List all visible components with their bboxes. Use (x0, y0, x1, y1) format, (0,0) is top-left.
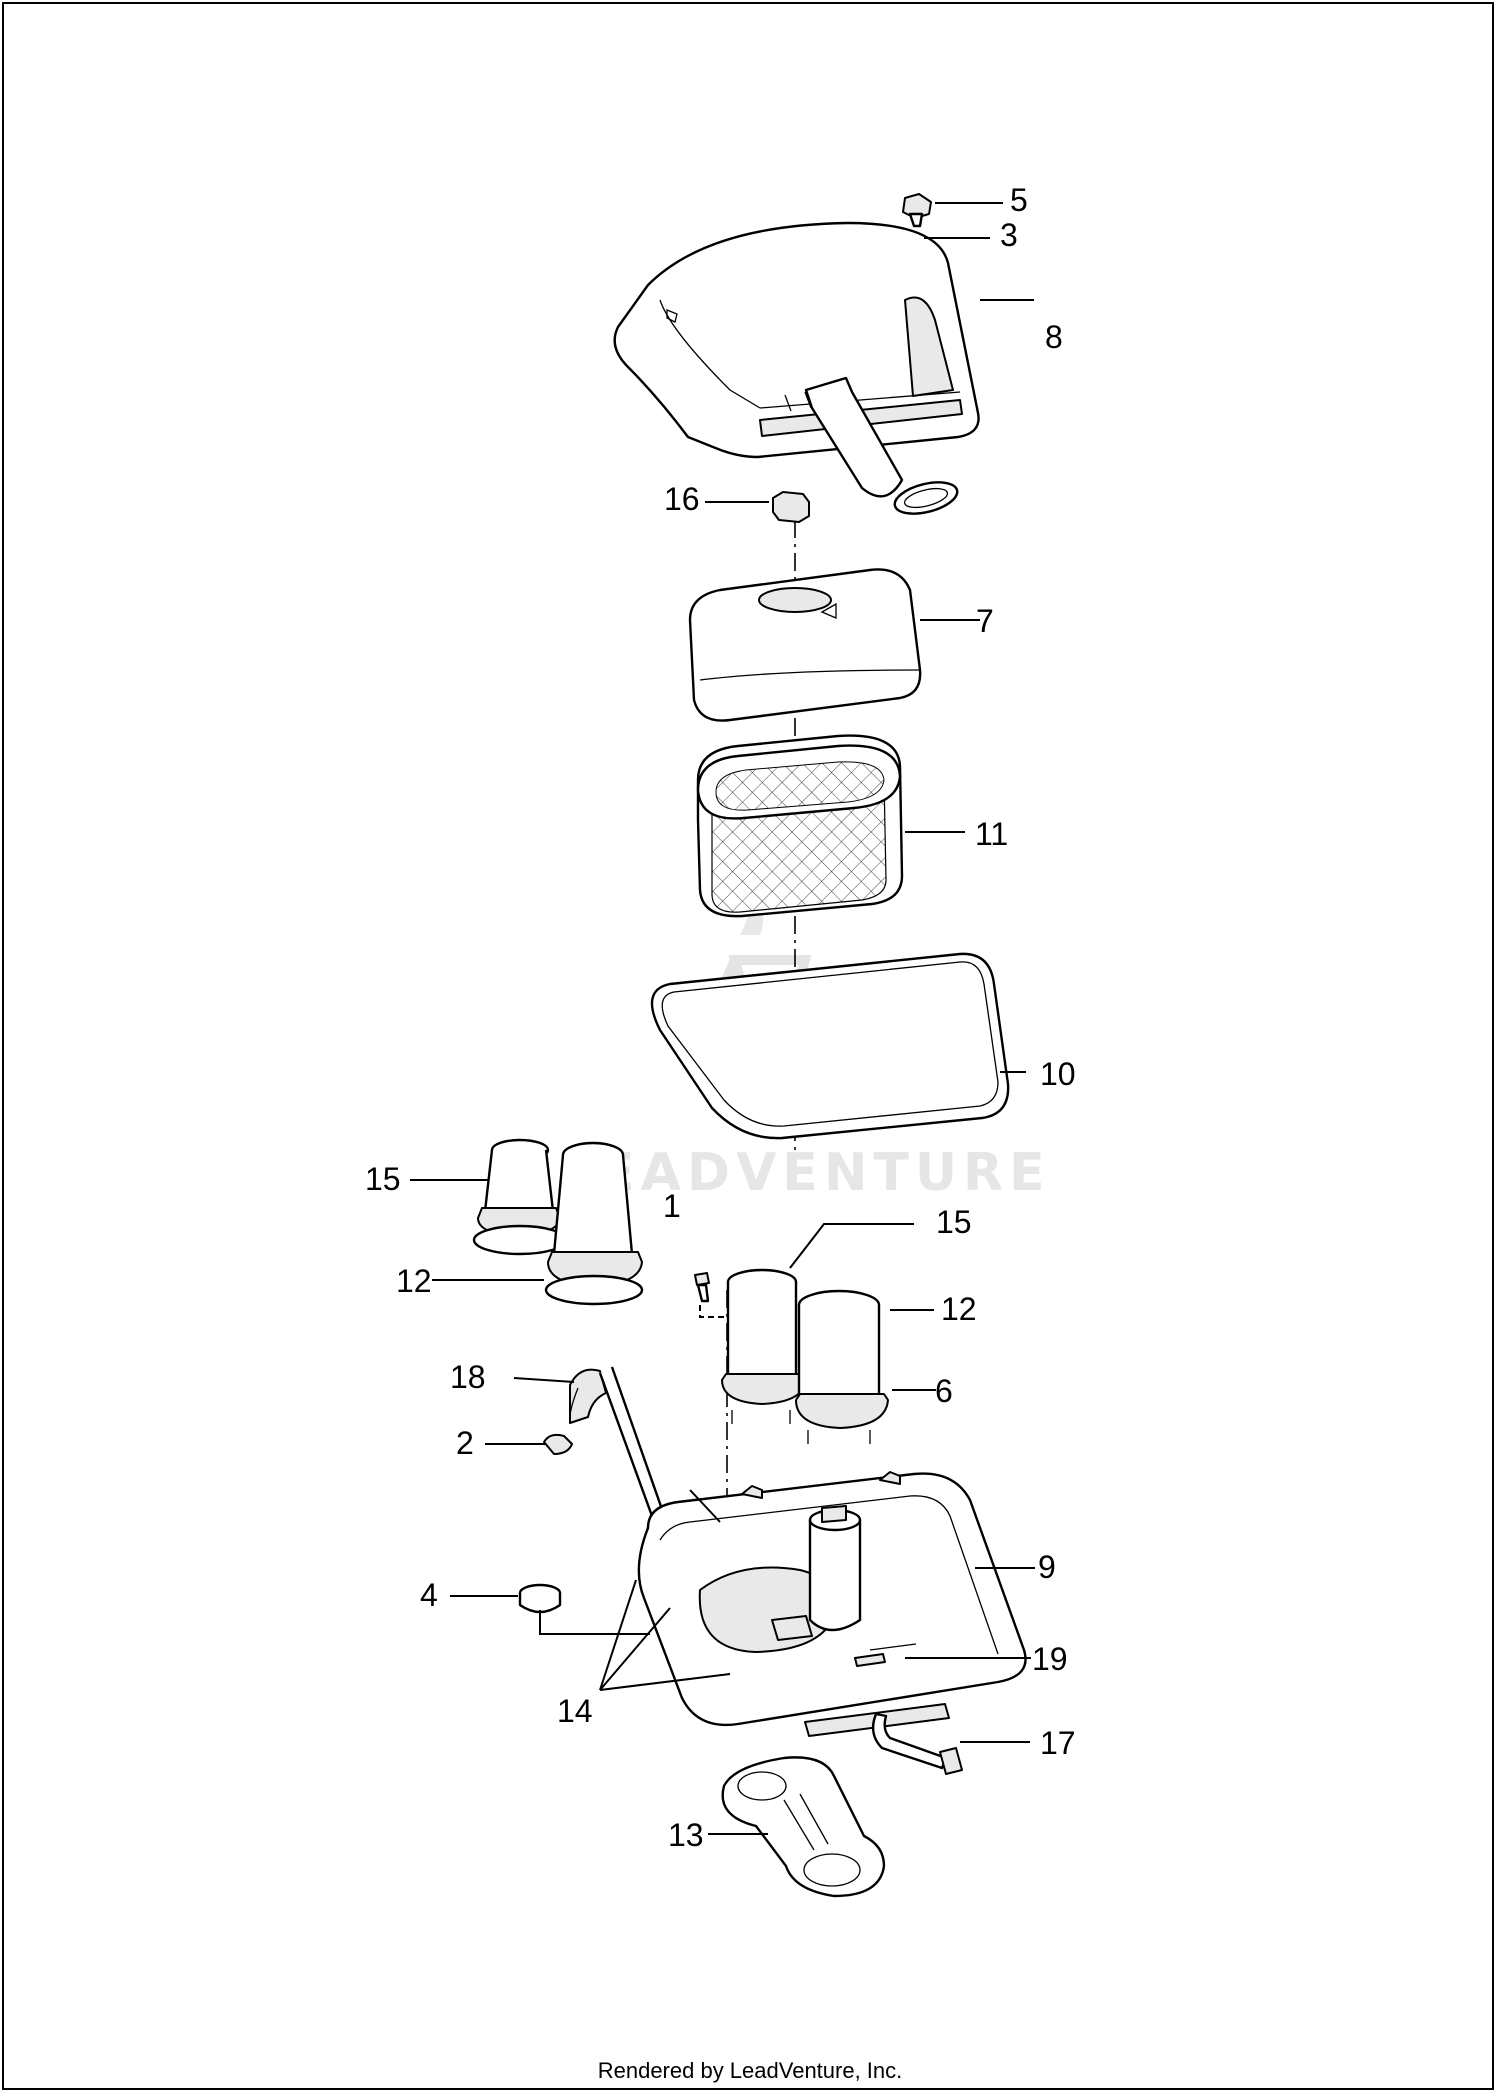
callout-15-right: 15 (936, 1204, 972, 1240)
footer-credit: Rendered by LeadVenture, Inc. (597, 2058, 903, 2083)
part-12-left-velocity-stack (544, 1141, 644, 1306)
part-10-gasket (650, 952, 1010, 1140)
callout-1: 1 (663, 1188, 681, 1224)
part-8-outer-cover (613, 221, 980, 515)
part-12-right-velocity-stack (795, 1289, 889, 1444)
part-9-backplate (637, 1471, 1027, 1737)
part-7-filter-cover (688, 568, 922, 722)
callout-17: 17 (1040, 1725, 1076, 1761)
watermark-text: LEADVENTURE (560, 1143, 1051, 1203)
callout-13: 13 (668, 1817, 704, 1853)
callout-15-left: 15 (365, 1161, 401, 1197)
leader-lines (410, 202, 1035, 1835)
part-4-grommet (518, 1583, 562, 1614)
part-15-right-velocity-stack (721, 1268, 807, 1424)
callout-11: 11 (975, 816, 1008, 852)
callout-4: 4 (420, 1577, 438, 1613)
callout-12-left: 12 (396, 1263, 432, 1299)
callout-5: 5 (1010, 182, 1028, 218)
screw-path (699, 1305, 730, 1318)
part-13-backplate-gasket (721, 1756, 886, 1898)
callout-12-right: 12 (941, 1291, 977, 1327)
part-2-hose-clamp (543, 1433, 573, 1455)
callout-10: 10 (1040, 1056, 1076, 1092)
part-5-fitting (902, 193, 932, 228)
callout-18: 18 (450, 1359, 486, 1395)
callout-2: 2 (456, 1425, 474, 1461)
part-15-left-velocity-stack (472, 1138, 568, 1256)
part-11-filter-element (696, 734, 904, 918)
part-16-nut (772, 491, 810, 523)
part-1-screw (694, 1272, 710, 1303)
callout-6: 6 (935, 1373, 953, 1409)
callout-8: 8 (1045, 319, 1063, 355)
callout-19: 19 (1032, 1641, 1068, 1677)
callout-7: 7 (976, 603, 994, 639)
callout-9: 9 (1038, 1549, 1056, 1585)
callout-16: 16 (664, 481, 700, 517)
callout-labels: 5 3 8 16 7 11 10 15 12 1 15 12 18 6 2 9 … (365, 182, 1076, 1853)
part-17-drain-hose (871, 1712, 963, 1775)
callout-14: 14 (557, 1693, 593, 1729)
callout-3: 3 (1000, 217, 1018, 253)
